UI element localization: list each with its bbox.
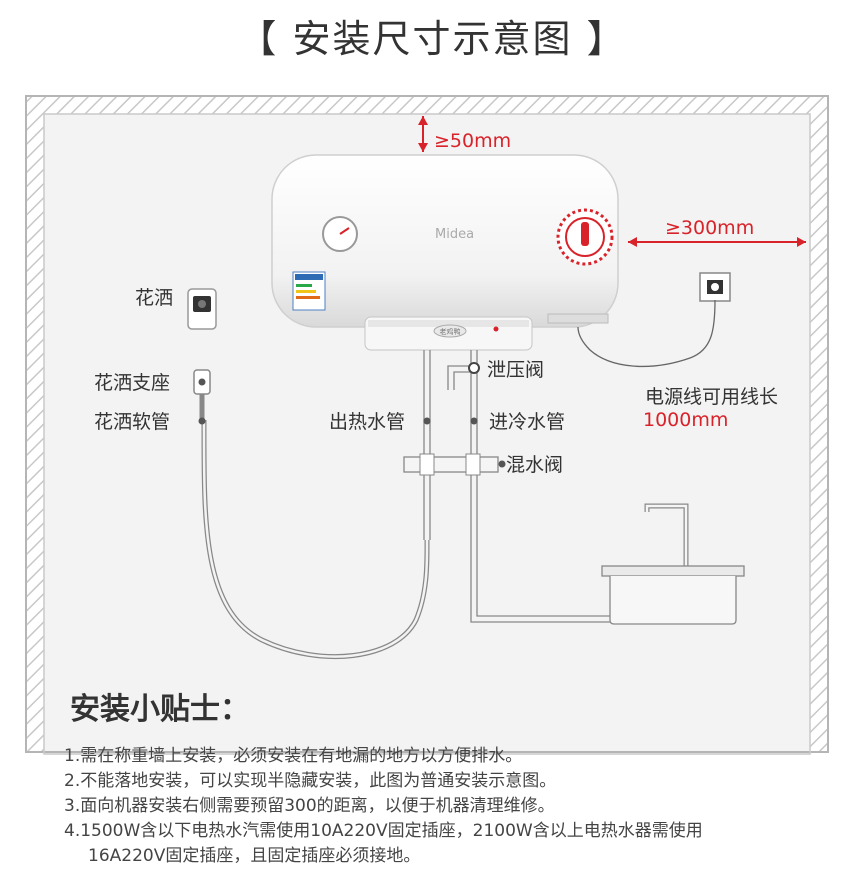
top-clearance-label: ≥50mm <box>434 130 511 152</box>
water-heater: Midea 老鸡鸭 <box>271 154 619 351</box>
power-cord <box>577 299 716 367</box>
tip-item: 2.不能落地安装，可以实现半隐藏安装，此图为普通安装示意图。 <box>64 771 557 791</box>
power-socket-icon <box>699 272 731 302</box>
pressure-valve-icon <box>468 362 480 374</box>
shower-hose-label: 花洒软管 <box>94 411 170 433</box>
tip-item: 4.1500W含以下电热水汽需使用10A220V固定插座，2100W含以上电热水… <box>64 821 703 841</box>
cord-length-label: 电源线可用线长 <box>645 386 778 408</box>
panel-logo: 老鸡鸭 <box>440 327 461 336</box>
shower-holder-label: 花洒支座 <box>94 372 170 394</box>
tip-item-continuation: 16A220V固定插座，且固定插座必须接地。 <box>88 846 421 866</box>
sink-icon <box>601 503 745 625</box>
side-clearance-marker: ≥300mm <box>628 217 806 247</box>
page-title: 【 安装尺寸示意图 】 <box>238 17 627 61</box>
shower-head-label: 花洒 <box>135 287 173 309</box>
shower-holder-icon <box>193 369 211 395</box>
tip-item: 1.需在称重墙上安装，必须安装在有地漏的地方以方便排水。 <box>64 746 523 766</box>
tip-item: 3.面向机器安装右侧需要预留300的距离，以便于机器清理维修。 <box>64 796 555 816</box>
mixing-valve-label: 混水阀 <box>506 454 563 476</box>
control-panel: 老鸡鸭 <box>364 316 533 351</box>
top-clearance-marker: ≥50mm <box>418 116 511 152</box>
tips-list: 1.需在称重墙上安装，必须安装在有地漏的地方以方便排水。 2.不能落地安装，可以… <box>64 744 854 869</box>
indicator-light-icon <box>493 326 499 332</box>
brand-logo: Midea <box>435 227 474 242</box>
cold-inlet-label: 进冷水管 <box>489 411 565 433</box>
side-clearance-label: ≥300mm <box>665 217 754 239</box>
shower-head-icon <box>187 288 217 330</box>
cord-length-value: 1000mm <box>643 409 728 431</box>
mixing-valve-icon <box>403 453 506 476</box>
energy-label-icon <box>292 271 326 311</box>
hot-outlet-label: 出热水管 <box>329 411 405 433</box>
temperature-knob-icon <box>556 208 614 266</box>
tips-heading: 安装小贴士： <box>70 692 250 727</box>
pressure-valve-label: 泄压阀 <box>487 359 544 381</box>
